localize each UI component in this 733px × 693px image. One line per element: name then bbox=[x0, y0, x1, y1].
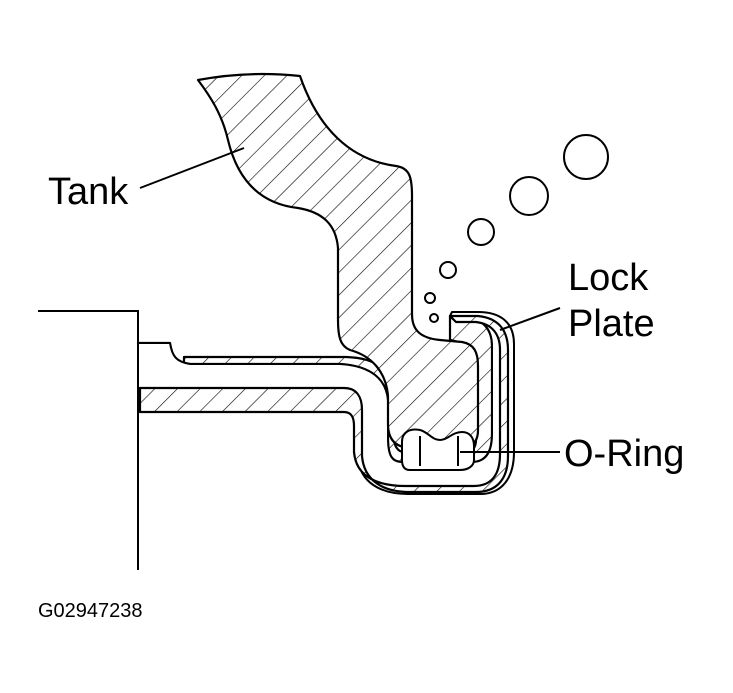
o-ring bbox=[401, 428, 475, 471]
tank-leader-line bbox=[139, 147, 245, 189]
bubble bbox=[563, 134, 609, 180]
air-bubbles bbox=[424, 134, 609, 323]
lock-plate-label-line2: Plate bbox=[568, 303, 655, 345]
bubble bbox=[424, 292, 436, 304]
bubble bbox=[429, 313, 439, 323]
core-outline bbox=[38, 310, 139, 570]
tank-label: Tank bbox=[48, 171, 129, 213]
o-ring-label: O-Ring bbox=[564, 433, 684, 475]
bubble bbox=[467, 218, 495, 246]
bubble bbox=[439, 261, 457, 279]
figure-code: G02947238 bbox=[38, 600, 143, 622]
lock-plate bbox=[138, 314, 510, 494]
bubble bbox=[509, 176, 549, 216]
lock-plate-leader-line bbox=[499, 307, 561, 331]
lock-plate-label-line1: Lock bbox=[568, 257, 649, 299]
